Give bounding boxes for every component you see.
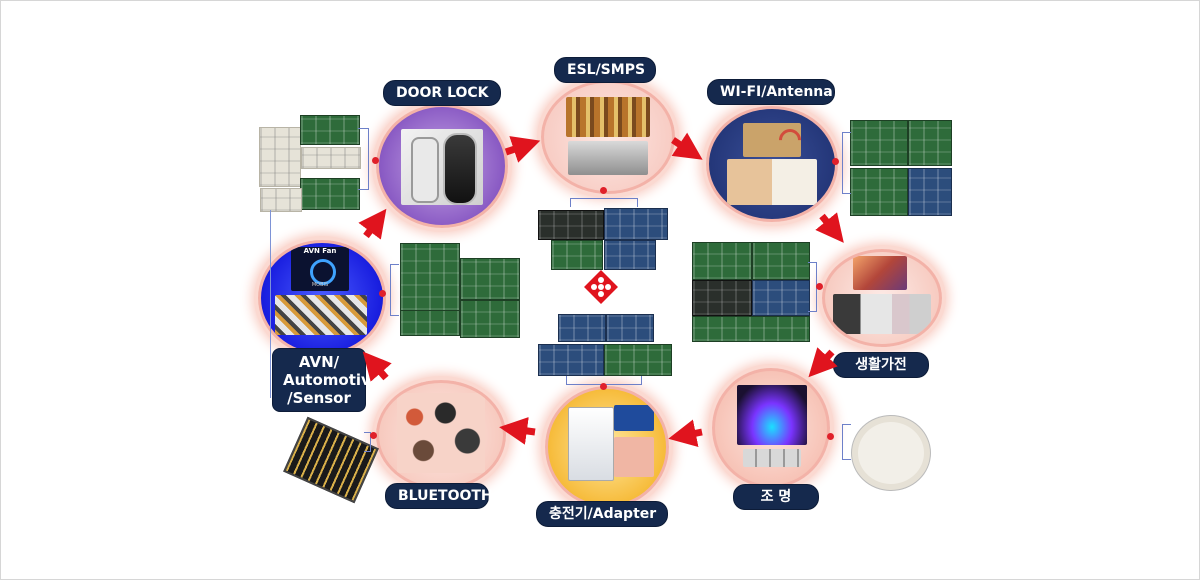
appliance-pcb-2 <box>752 242 810 280</box>
wifi-module-image <box>743 123 806 157</box>
arrow-avn-to-doorlock <box>358 208 387 240</box>
wifi-antenna-circle <box>706 106 838 222</box>
charger-pcb-3 <box>538 344 604 376</box>
appliance-connector-dot <box>816 283 823 290</box>
label-lighting: 조 명 <box>733 484 819 510</box>
door-lock-pcb-1 <box>259 127 301 187</box>
avn-pcb-2 <box>460 258 520 300</box>
adapter-image <box>614 405 654 431</box>
appliance-pcb-4 <box>752 280 810 316</box>
adapter-plug-image <box>614 437 654 477</box>
lighting-ring-pcb <box>852 416 930 490</box>
avn-bracket <box>390 264 399 316</box>
appliances-image <box>833 294 931 334</box>
door-lock-connector-dot <box>372 157 379 164</box>
avn-pcb-1 <box>400 243 460 311</box>
avn-fan-caption: AVN Fan <box>303 247 337 255</box>
avn-automotive-circle: AVN Fan MOBIS <box>258 240 386 356</box>
label-home-appliance: 생활가전 <box>833 352 929 378</box>
label-avn-automotive: AVN/ Automotive /Sensor <box>272 348 381 412</box>
led-strip-image <box>737 385 807 445</box>
wifi-pcb-2 <box>908 120 952 166</box>
mobis-caption: MOBIS <box>311 282 329 288</box>
label-wifi-antenna: WI-FI/Antenna <box>707 79 835 105</box>
label-bluetooth: BLUETOOTH <box>385 483 493 509</box>
appliance-pcb-1 <box>692 242 752 280</box>
arrow-appliance-to-lighting <box>808 347 838 378</box>
door-lock-pcb-4 <box>300 178 360 210</box>
esl-pcb-1 <box>538 210 604 240</box>
appliance-pcb-3 <box>692 280 752 316</box>
esl-shelf-image <box>566 97 650 137</box>
appliance-pcb-5 <box>692 316 810 342</box>
door-lock-device-1 <box>411 137 439 203</box>
arrow-wifi-to-appliance <box>815 212 844 243</box>
avn-pcb-3 <box>400 310 460 336</box>
avn-connector-dot <box>379 290 386 297</box>
smps-image <box>568 141 648 175</box>
home-appliance-circle <box>822 249 942 347</box>
esl-pcb-2 <box>604 208 668 240</box>
avn-fan-image: AVN Fan MOBIS <box>291 247 349 291</box>
arrow-bluetooth-to-avn <box>362 351 392 382</box>
esl-pcb-4 <box>604 240 656 270</box>
wifi-pcb-3 <box>850 168 908 216</box>
charger-connector-dot <box>600 383 607 390</box>
charger-pcb-2 <box>606 314 654 342</box>
door-lock-device-2 <box>443 133 477 205</box>
fan-icon <box>310 259 336 285</box>
esl-smps-circle <box>541 80 675 194</box>
door-lock-bracket <box>358 128 369 190</box>
charger-image <box>568 407 614 481</box>
bluetooth-devices-image <box>397 393 485 473</box>
door-lock-circle <box>376 104 508 228</box>
door-lock-image <box>401 129 483 205</box>
esl-connector-dot <box>600 187 607 194</box>
avn-pcb-4 <box>460 300 520 338</box>
label-esl-smps: ESL/SMPS <box>554 57 656 83</box>
arrow-lighting-to-charger <box>668 419 703 447</box>
left-guide-line <box>270 210 271 398</box>
led-modules-image <box>743 449 801 467</box>
door-lock-pcb-2 <box>301 147 361 169</box>
wifi-pcb-1 <box>850 120 908 166</box>
charger-pcb-4 <box>604 344 672 376</box>
wifi-pcb-4 <box>908 168 952 216</box>
charger-pcb-1 <box>558 314 606 342</box>
wifi-bracket <box>842 132 851 194</box>
bluetooth-bracket <box>364 432 371 452</box>
label-charger-adapter: 충전기/Adapter <box>536 501 668 527</box>
bluetooth-connector-dot <box>370 432 377 439</box>
tv-image <box>853 256 907 290</box>
wifi-connector-dot <box>832 158 839 165</box>
door-lock-pcb-5 <box>260 188 302 212</box>
arrow-esl-to-wifi <box>671 132 703 160</box>
esl-bracket <box>570 198 638 207</box>
lighting-connector-dot <box>827 433 834 440</box>
lighting-bracket <box>842 424 851 460</box>
door-lock-pcb-3 <box>300 115 360 145</box>
antenna-image <box>727 159 817 205</box>
esl-pcb-3 <box>551 240 603 270</box>
center-diamond-dots <box>598 284 604 290</box>
label-door-lock: DOOR LOCK <box>383 80 501 106</box>
arrow-doorlock-to-esl <box>504 136 541 163</box>
sensor-parts-image <box>275 295 367 335</box>
bluetooth-circle <box>376 380 506 490</box>
arrow-charger-to-bluetooth <box>499 417 536 445</box>
